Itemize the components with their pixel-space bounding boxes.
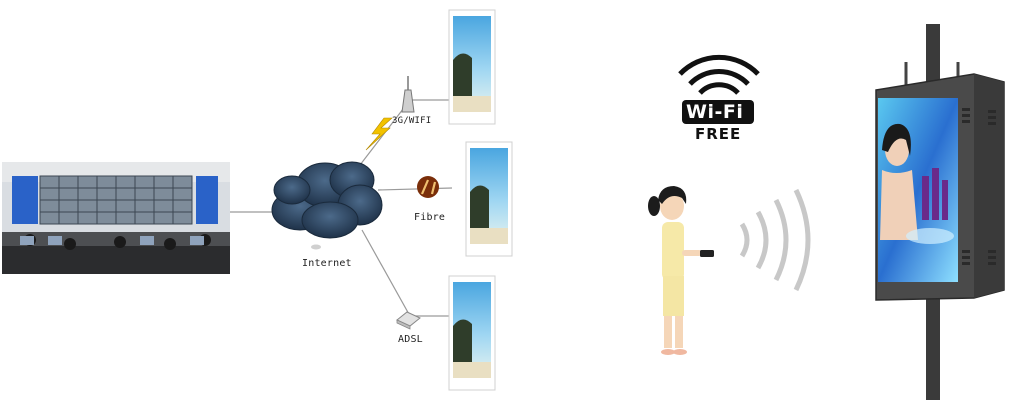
internet-to-fibre-line <box>377 187 453 191</box>
control-room-image <box>2 162 230 274</box>
totem-display-bottom <box>448 275 496 391</box>
pole-signage-kiosk <box>875 24 1005 400</box>
wireless-label: 3G/WIFI <box>392 116 432 126</box>
internet-to-adsl-line <box>361 229 452 317</box>
wireless-waves-icon <box>739 188 811 292</box>
video-wall <box>39 175 193 225</box>
totem-display-top <box>448 9 496 125</box>
wifi-free-text: FREE <box>695 125 742 143</box>
girl-with-phone-figure <box>648 186 714 355</box>
fibre-icon <box>417 176 439 198</box>
lightning-icon <box>365 117 393 151</box>
wifi-signal-icon <box>678 54 760 95</box>
wifi-brand-text: Wi-Fi <box>686 101 744 123</box>
antenna-icon <box>401 76 415 113</box>
cloud-shadow <box>311 244 321 250</box>
modem-icon <box>396 311 421 330</box>
fibre-label: Fibre <box>414 212 446 223</box>
totem-display-middle <box>465 141 513 257</box>
cloud-icon <box>271 161 383 239</box>
adsl-label: ADSL <box>398 334 423 345</box>
internet-label: Internet <box>302 258 352 269</box>
wifi-badge-box <box>682 100 754 124</box>
